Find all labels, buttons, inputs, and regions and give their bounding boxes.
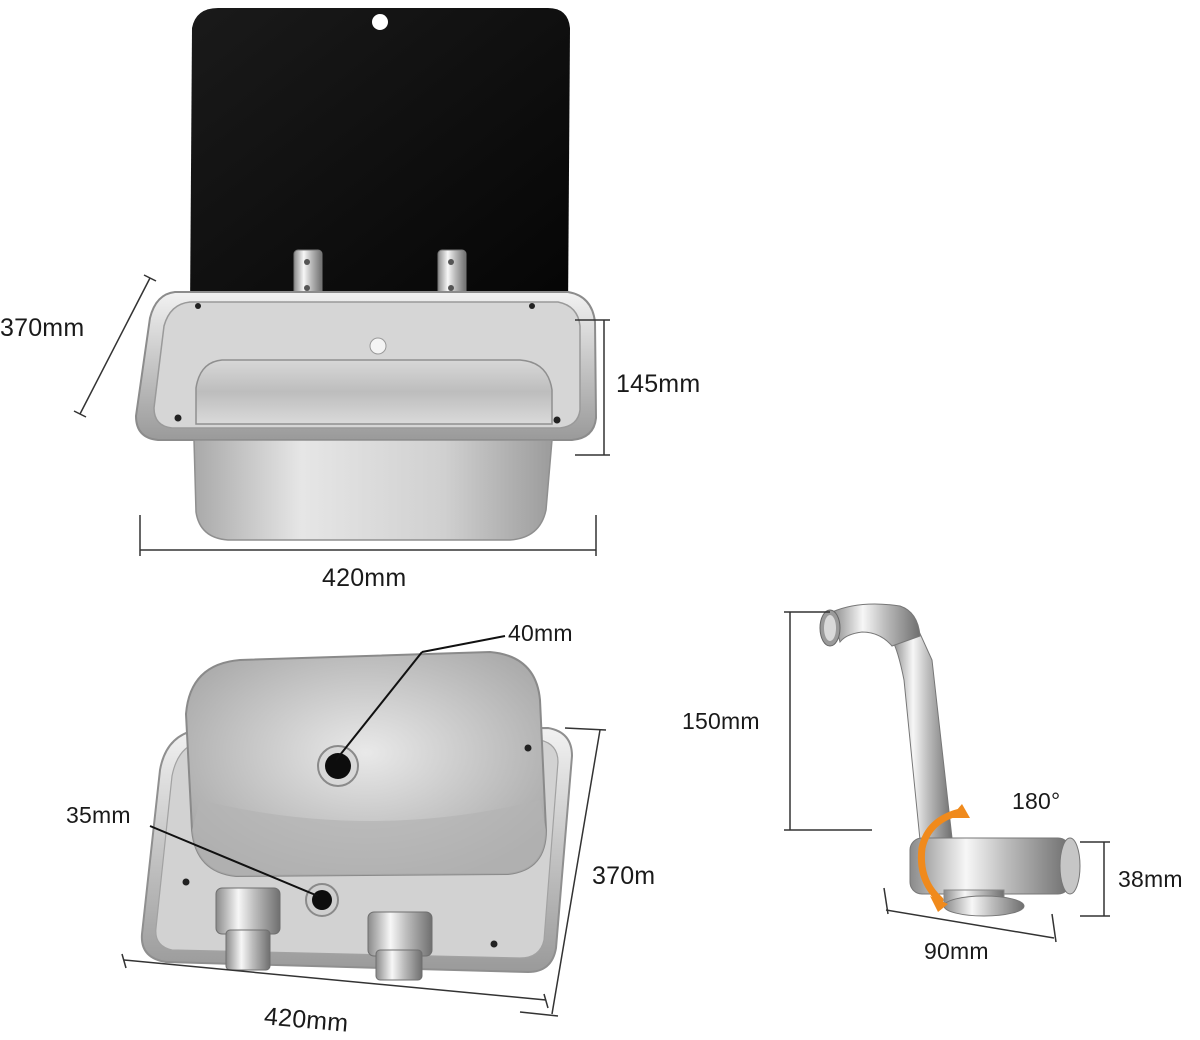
faucet-spout	[891, 612, 953, 841]
rotation-arrow	[917, 808, 964, 904]
faucet-base	[943, 895, 1025, 917]
mount-clip-left	[215, 887, 281, 971]
top-sink-width-label: 420mm	[322, 564, 407, 592]
dimension-lines-faucet	[784, 611, 1110, 943]
top-sink-height-label: 145mm	[616, 370, 701, 398]
top-sink-depth-label: 370mm	[0, 314, 85, 342]
faucet-rotation-label: 180°	[1012, 788, 1061, 814]
sink-basin	[195, 359, 553, 425]
bottom-sink-illustration	[140, 650, 574, 981]
dimension-lines-bottom	[121, 635, 607, 1017]
bottom-sink-depth-label: 370m	[592, 862, 656, 890]
overflow-hole-label: 35mm	[66, 802, 131, 828]
faucet-height-label: 150mm	[682, 708, 760, 734]
faucet-base-height-label: 38mm	[1118, 866, 1183, 892]
faucet-base-width-label: 90mm	[924, 938, 989, 964]
mount-clip-right	[367, 911, 433, 981]
glass-lid	[190, 8, 570, 312]
sink-bowl	[193, 439, 553, 541]
lid-hole	[372, 14, 388, 30]
faucet-body	[909, 837, 1071, 895]
top-sink-illustration	[134, 8, 598, 541]
dimension-lines-top	[73, 274, 610, 556]
faucet-illustration	[819, 603, 1081, 917]
drain-hole-label: 40mm	[508, 620, 573, 646]
